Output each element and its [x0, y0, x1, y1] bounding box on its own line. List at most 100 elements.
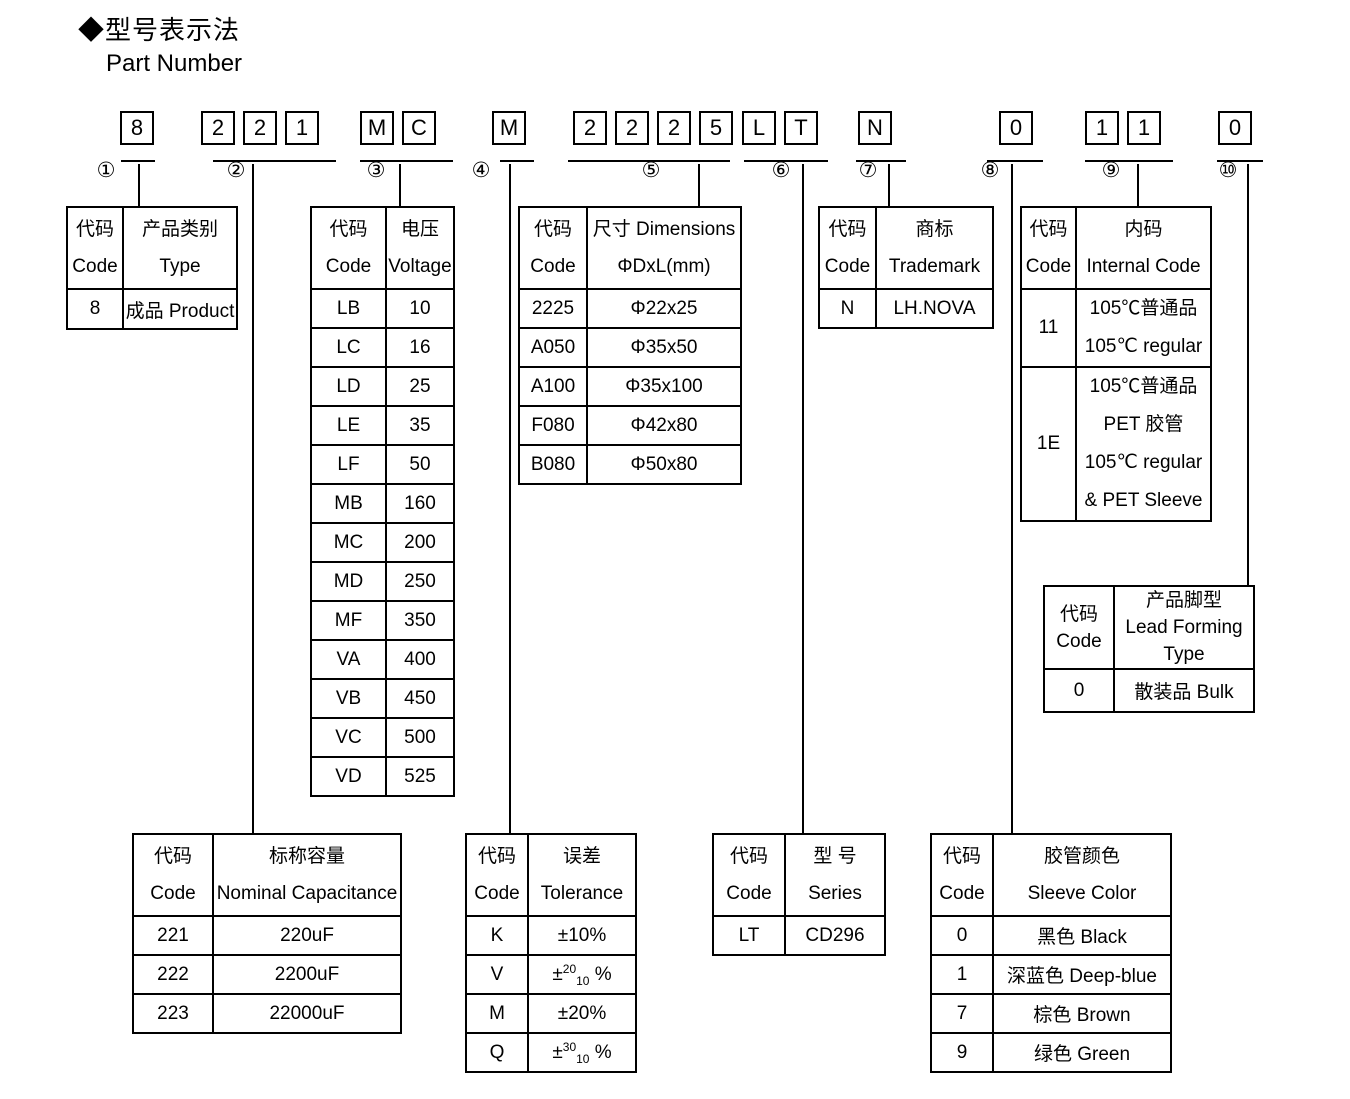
- code-cell: N: [818, 288, 877, 329]
- segment-number-label: ⑦: [858, 159, 878, 182]
- value-cell: ±10%: [527, 915, 637, 956]
- code-cell: VC: [310, 717, 387, 758]
- connector-line: [509, 164, 511, 833]
- part-number-box: 5: [699, 111, 733, 145]
- table-row: K±10%: [465, 915, 637, 956]
- connector-line: [888, 164, 890, 206]
- code-cell: 223: [132, 993, 214, 1034]
- part-number-box: N: [858, 111, 892, 145]
- part-number-box: 0: [1218, 111, 1252, 145]
- value-cell: 200: [385, 522, 455, 563]
- table-row: V ±2010 %: [465, 954, 637, 995]
- segment-number-label: ⑩: [1218, 159, 1238, 182]
- code-cell: MD: [310, 561, 387, 602]
- code-cell: A100: [518, 366, 588, 407]
- value-cell: 10: [385, 288, 455, 329]
- part-number-box: T: [784, 111, 818, 145]
- value-cell: 成品 Product: [122, 288, 238, 330]
- segment-underline: [121, 160, 155, 162]
- segment-number-label: ⑨: [1101, 159, 1121, 182]
- code-cell: VB: [310, 678, 387, 719]
- part-number-segment-8: 0: [999, 111, 1033, 145]
- code-cell: LE: [310, 405, 387, 446]
- value-cell: LH.NOVA: [875, 288, 994, 329]
- segment-underline: [213, 160, 336, 162]
- value-cell: 450: [385, 678, 455, 719]
- connector-line: [138, 164, 140, 206]
- part-number-segment-10: 0: [1218, 111, 1252, 145]
- code-cell: 7: [930, 993, 994, 1034]
- code-cell: F080: [518, 405, 588, 446]
- code-cell: M: [465, 993, 529, 1034]
- value-cell: 525: [385, 756, 455, 797]
- page-title-en: Part Number: [106, 50, 243, 77]
- table-row: 11 105℃普通品 105℃ regular: [1020, 288, 1212, 368]
- value-cell: Φ35x50: [586, 327, 742, 368]
- part-number-box: 2: [615, 111, 649, 145]
- code-cell: 9: [930, 1032, 994, 1073]
- segment-underline: [744, 160, 828, 162]
- segment-underline: [856, 160, 906, 162]
- value-cell: 22000uF: [212, 993, 402, 1034]
- part-number-box: M: [492, 111, 526, 145]
- value-cell: ±20%: [527, 993, 637, 1034]
- part-number-segment-4: M: [492, 111, 526, 145]
- value-cell: 105℃普通品 105℃ regular: [1075, 288, 1212, 368]
- part-number-box: 2: [201, 111, 235, 145]
- connector-line: [1137, 164, 1139, 206]
- value-cell: CD296: [784, 915, 886, 956]
- connector-line: [1011, 164, 1013, 833]
- value-cell: 350: [385, 600, 455, 641]
- code-cell: 2225: [518, 288, 588, 329]
- value-cell: ±3010 %: [527, 1032, 637, 1073]
- table-row: 8 成品 Product: [66, 288, 238, 330]
- table-row: M±20%: [465, 993, 637, 1034]
- code-cell: LT: [712, 915, 786, 956]
- value-cell: 25: [385, 366, 455, 407]
- segment-number-label: ③: [366, 159, 386, 182]
- code-cell: V: [465, 954, 529, 995]
- segment-underline: [360, 160, 453, 162]
- code-cell: 8: [66, 288, 124, 330]
- value-cell: 50: [385, 444, 455, 485]
- part-number-box: 1: [1085, 111, 1119, 145]
- code-cell: A050: [518, 327, 588, 368]
- part-number-segment-1: 8: [120, 111, 154, 145]
- part-number-segment-2: 2 2 1: [201, 111, 319, 145]
